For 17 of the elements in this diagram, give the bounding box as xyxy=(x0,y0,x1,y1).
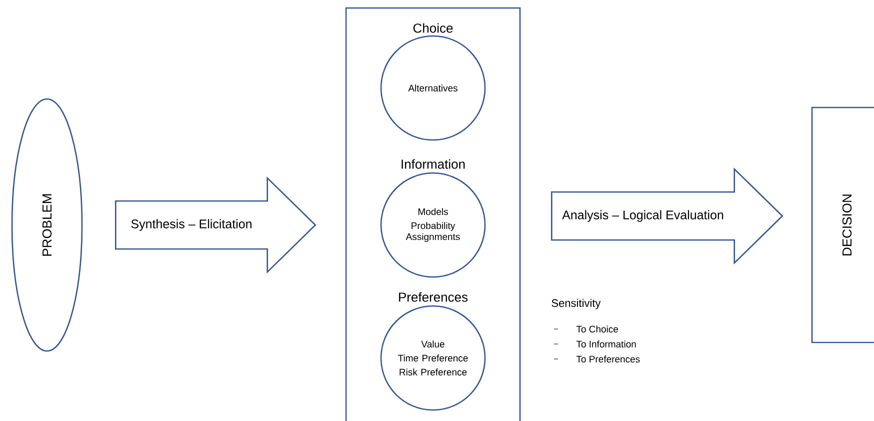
circle-heading: Information xyxy=(402,159,465,169)
process-box: DECISION xyxy=(811,106,874,344)
circle-node: Value Time Preference Risk Preference xyxy=(380,305,486,411)
note-heading: Sensitivity xyxy=(552,298,601,310)
arrow-label: Synthesis – Elicitation xyxy=(131,219,252,231)
list-item: To Information xyxy=(576,340,636,348)
circle-node: Models Probability Assignments xyxy=(380,172,486,278)
list-item: To Preferences xyxy=(576,356,640,362)
block-arrow xyxy=(115,176,316,274)
circle-node: Alternatives xyxy=(380,35,486,141)
arrow-label: Analysis – Logical Evaluation xyxy=(562,210,724,222)
circle-heading: Preferences xyxy=(399,292,468,302)
circle-heading: Choice xyxy=(413,23,453,33)
list-item: To Choice xyxy=(576,326,618,332)
container-box xyxy=(345,7,521,421)
block-arrow xyxy=(551,167,784,265)
ellipse-node: PROBLEM xyxy=(11,98,83,352)
